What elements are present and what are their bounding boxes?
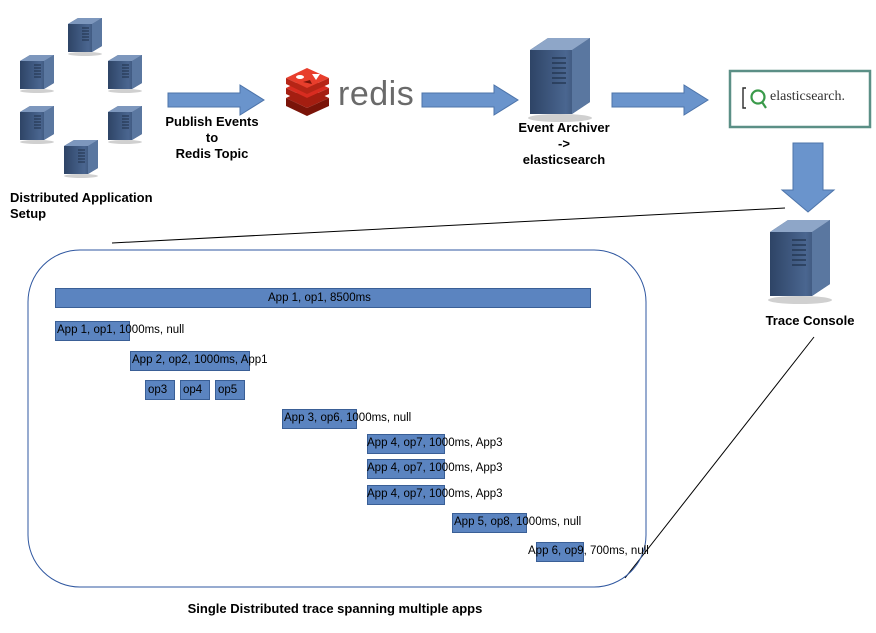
elasticsearch-box bbox=[728, 69, 872, 129]
redis-wordmark: redis bbox=[338, 75, 415, 113]
span-bar bbox=[130, 351, 250, 371]
zoom-line-top bbox=[111, 207, 786, 244]
span-label: App 1, op1, 8500ms bbox=[268, 292, 371, 304]
span-bar bbox=[55, 321, 130, 341]
elasticsearch-logo-icon bbox=[742, 87, 767, 109]
span-label: App 4, op7, 1000ms, App3 bbox=[367, 488, 503, 500]
server-icon bbox=[63, 139, 99, 179]
span-label: op3 bbox=[148, 384, 168, 396]
trace-frame bbox=[27, 249, 647, 588]
span-bar bbox=[55, 288, 591, 308]
trace-console-server-icon bbox=[767, 219, 833, 305]
server-icon bbox=[67, 17, 103, 57]
arrow-down-icon bbox=[780, 142, 836, 213]
span-label: App 4, op7, 1000ms, App3 bbox=[367, 462, 503, 474]
arrow-to-redis-icon bbox=[167, 84, 265, 116]
server-icon bbox=[19, 105, 55, 145]
span-bar bbox=[145, 380, 175, 400]
span-bar bbox=[367, 459, 445, 479]
server-icon bbox=[107, 105, 143, 145]
span-label: App 5, op8, 1000ms, null bbox=[454, 516, 582, 528]
span-label: App 6, op9, 700ms, null bbox=[528, 545, 649, 557]
span-bar bbox=[367, 434, 445, 454]
span-bar bbox=[452, 513, 527, 533]
caption: Single Distributed trace spanning multip… bbox=[187, 601, 483, 616]
server-icon bbox=[19, 54, 55, 94]
elasticsearch-wordmark: elasticsearch. bbox=[770, 89, 846, 104]
archiver-label: Event Archiver -> elasticsearch bbox=[518, 120, 610, 167]
span-bar bbox=[180, 380, 210, 400]
span-label: App 3, op6, 1000ms, null bbox=[284, 412, 412, 424]
zoom-line-bottom bbox=[624, 336, 815, 579]
event-archiver-server-icon bbox=[527, 37, 593, 123]
span-bar bbox=[215, 380, 245, 400]
arrow-to-elasticsearch-icon bbox=[611, 84, 709, 116]
span-label: op4 bbox=[183, 384, 203, 396]
span-label: App 4, op7, 1000ms, App3 bbox=[367, 437, 503, 449]
arrow-to-archiver-icon bbox=[421, 84, 519, 116]
span-bar bbox=[282, 409, 357, 429]
span-label: App 1, op1, 1000ms, null bbox=[57, 324, 185, 336]
trace-console-label: Trace Console bbox=[765, 313, 855, 328]
span-bar bbox=[536, 542, 584, 562]
span-label: op5 bbox=[218, 384, 238, 396]
redis-logo-icon bbox=[286, 68, 329, 116]
publish-label: Publish Events to Redis Topic bbox=[165, 114, 259, 161]
server-icon bbox=[107, 54, 143, 94]
span-label: App 2, op2, 1000ms, App1 bbox=[132, 354, 268, 366]
span-bar bbox=[367, 485, 445, 505]
cluster-label: Distributed Application Setup bbox=[10, 190, 153, 221]
